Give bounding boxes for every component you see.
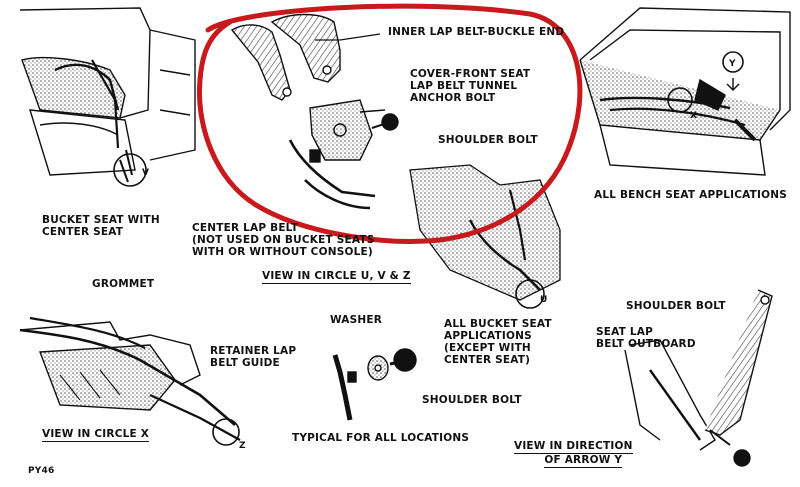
label-seat-lap-line-2: BELT OUTBOARD: [596, 338, 696, 350]
label-center-lap-belt-line-1: CENTER LAP BELT: [192, 222, 299, 234]
label-view-direction-line-1: VIEW IN DIRECTION: [514, 440, 633, 454]
label-seat-lap-belt-outboard: SEAT LAP BELT OUTBOARD: [596, 326, 696, 350]
label-all-bench-seat-applications: ALL BENCH SEAT APPLICATIONS: [594, 189, 788, 201]
label-shoulder-bolt-top: SHOULDER BOLT: [438, 134, 538, 146]
red-highlight-circle: [196, 3, 583, 244]
label-cover-front-seat: COVER-FRONT SEAT LAP BELT TUNNEL ANCHOR …: [410, 68, 530, 104]
label-bucket-seat-line-1: BUCKET SEAT WITH: [42, 214, 160, 226]
label-view-direction-line-2: OF ARROW Y: [544, 454, 623, 468]
bench-seat-illustration: [579, 7, 791, 176]
label-all-bucket-line-2: APPLICATIONS: [444, 330, 532, 342]
callout-x-bench: X: [690, 111, 697, 121]
callout-v: V: [142, 168, 149, 178]
label-typical-for-all-locations: TYPICAL FOR ALL LOCATIONS: [292, 432, 470, 444]
anchor-plate-illustration: [288, 99, 399, 210]
label-grommet: GROMMET: [92, 278, 155, 290]
callout-y: Y: [728, 59, 736, 69]
label-view-in-circle-x: VIEW IN CIRCLE X: [42, 428, 150, 442]
label-bucket-seat-with-center-seat: BUCKET SEAT WITH CENTER SEAT: [42, 214, 160, 238]
label-all-bucket-line-3: (EXCEPT WITH: [444, 342, 531, 354]
label-cover-front-seat-line-2: LAP BELT TUNNEL: [410, 80, 518, 92]
label-center-lap-belt: CENTER LAP BELT (NOT USED ON BUCKET SEAT…: [192, 222, 374, 258]
label-washer: WASHER: [330, 314, 383, 326]
label-retainer-line-1: RETAINER LAP: [210, 345, 297, 357]
bucket-seat-with-center-seat-illustration: [19, 7, 196, 187]
label-shoulder-bolt-right: SHOULDER BOLT: [626, 300, 726, 312]
label-bucket-seat-line-2: CENTER SEAT: [42, 226, 124, 238]
figure-code: PY46: [28, 466, 55, 476]
label-view-in-direction-of-arrow-y: VIEW IN DIRECTION OF ARROW Y: [514, 440, 633, 468]
label-retainer-line-2: BELT GUIDE: [210, 357, 280, 369]
label-all-bucket-seat-applications: ALL BUCKET SEAT APPLICATIONS (EXCEPT WIT…: [444, 318, 552, 366]
center-console-illustration: [409, 164, 561, 309]
label-all-bucket-line-1: ALL BUCKET SEAT: [444, 318, 552, 330]
washer-and-bolt-illustration: [332, 348, 417, 421]
callout-z: Z: [239, 441, 246, 451]
label-shoulder-bolt-mid: SHOULDER BOLT: [422, 394, 522, 406]
callout-u: U: [540, 295, 547, 305]
label-center-lap-belt-line-2: (NOT USED ON BUCKET SEATS: [192, 234, 375, 246]
label-cover-front-seat-line-3: ANCHOR BOLT: [410, 92, 496, 104]
label-center-lap-belt-line-3: WITH OR WITHOUT CONSOLE): [192, 246, 373, 258]
label-retainer-lap-belt-guide: RETAINER LAP BELT GUIDE: [210, 345, 296, 369]
label-inner-lap-belt-buckle-end: INNER LAP BELT-BUCKLE END: [388, 26, 565, 38]
buckle-ends-illustration: [230, 13, 381, 101]
label-seat-lap-line-1: SEAT LAP: [596, 326, 653, 338]
label-all-bucket-line-4: CENTER SEAT): [444, 354, 531, 366]
retainer-lap-belt-guide-illustration: [19, 316, 241, 446]
label-cover-front-seat-line-1: COVER-FRONT SEAT: [410, 68, 531, 80]
label-view-in-circle-uvz: VIEW IN CIRCLE U, V & Z: [262, 270, 411, 284]
seat-lap-belt-outboard-illustration: [624, 289, 773, 467]
